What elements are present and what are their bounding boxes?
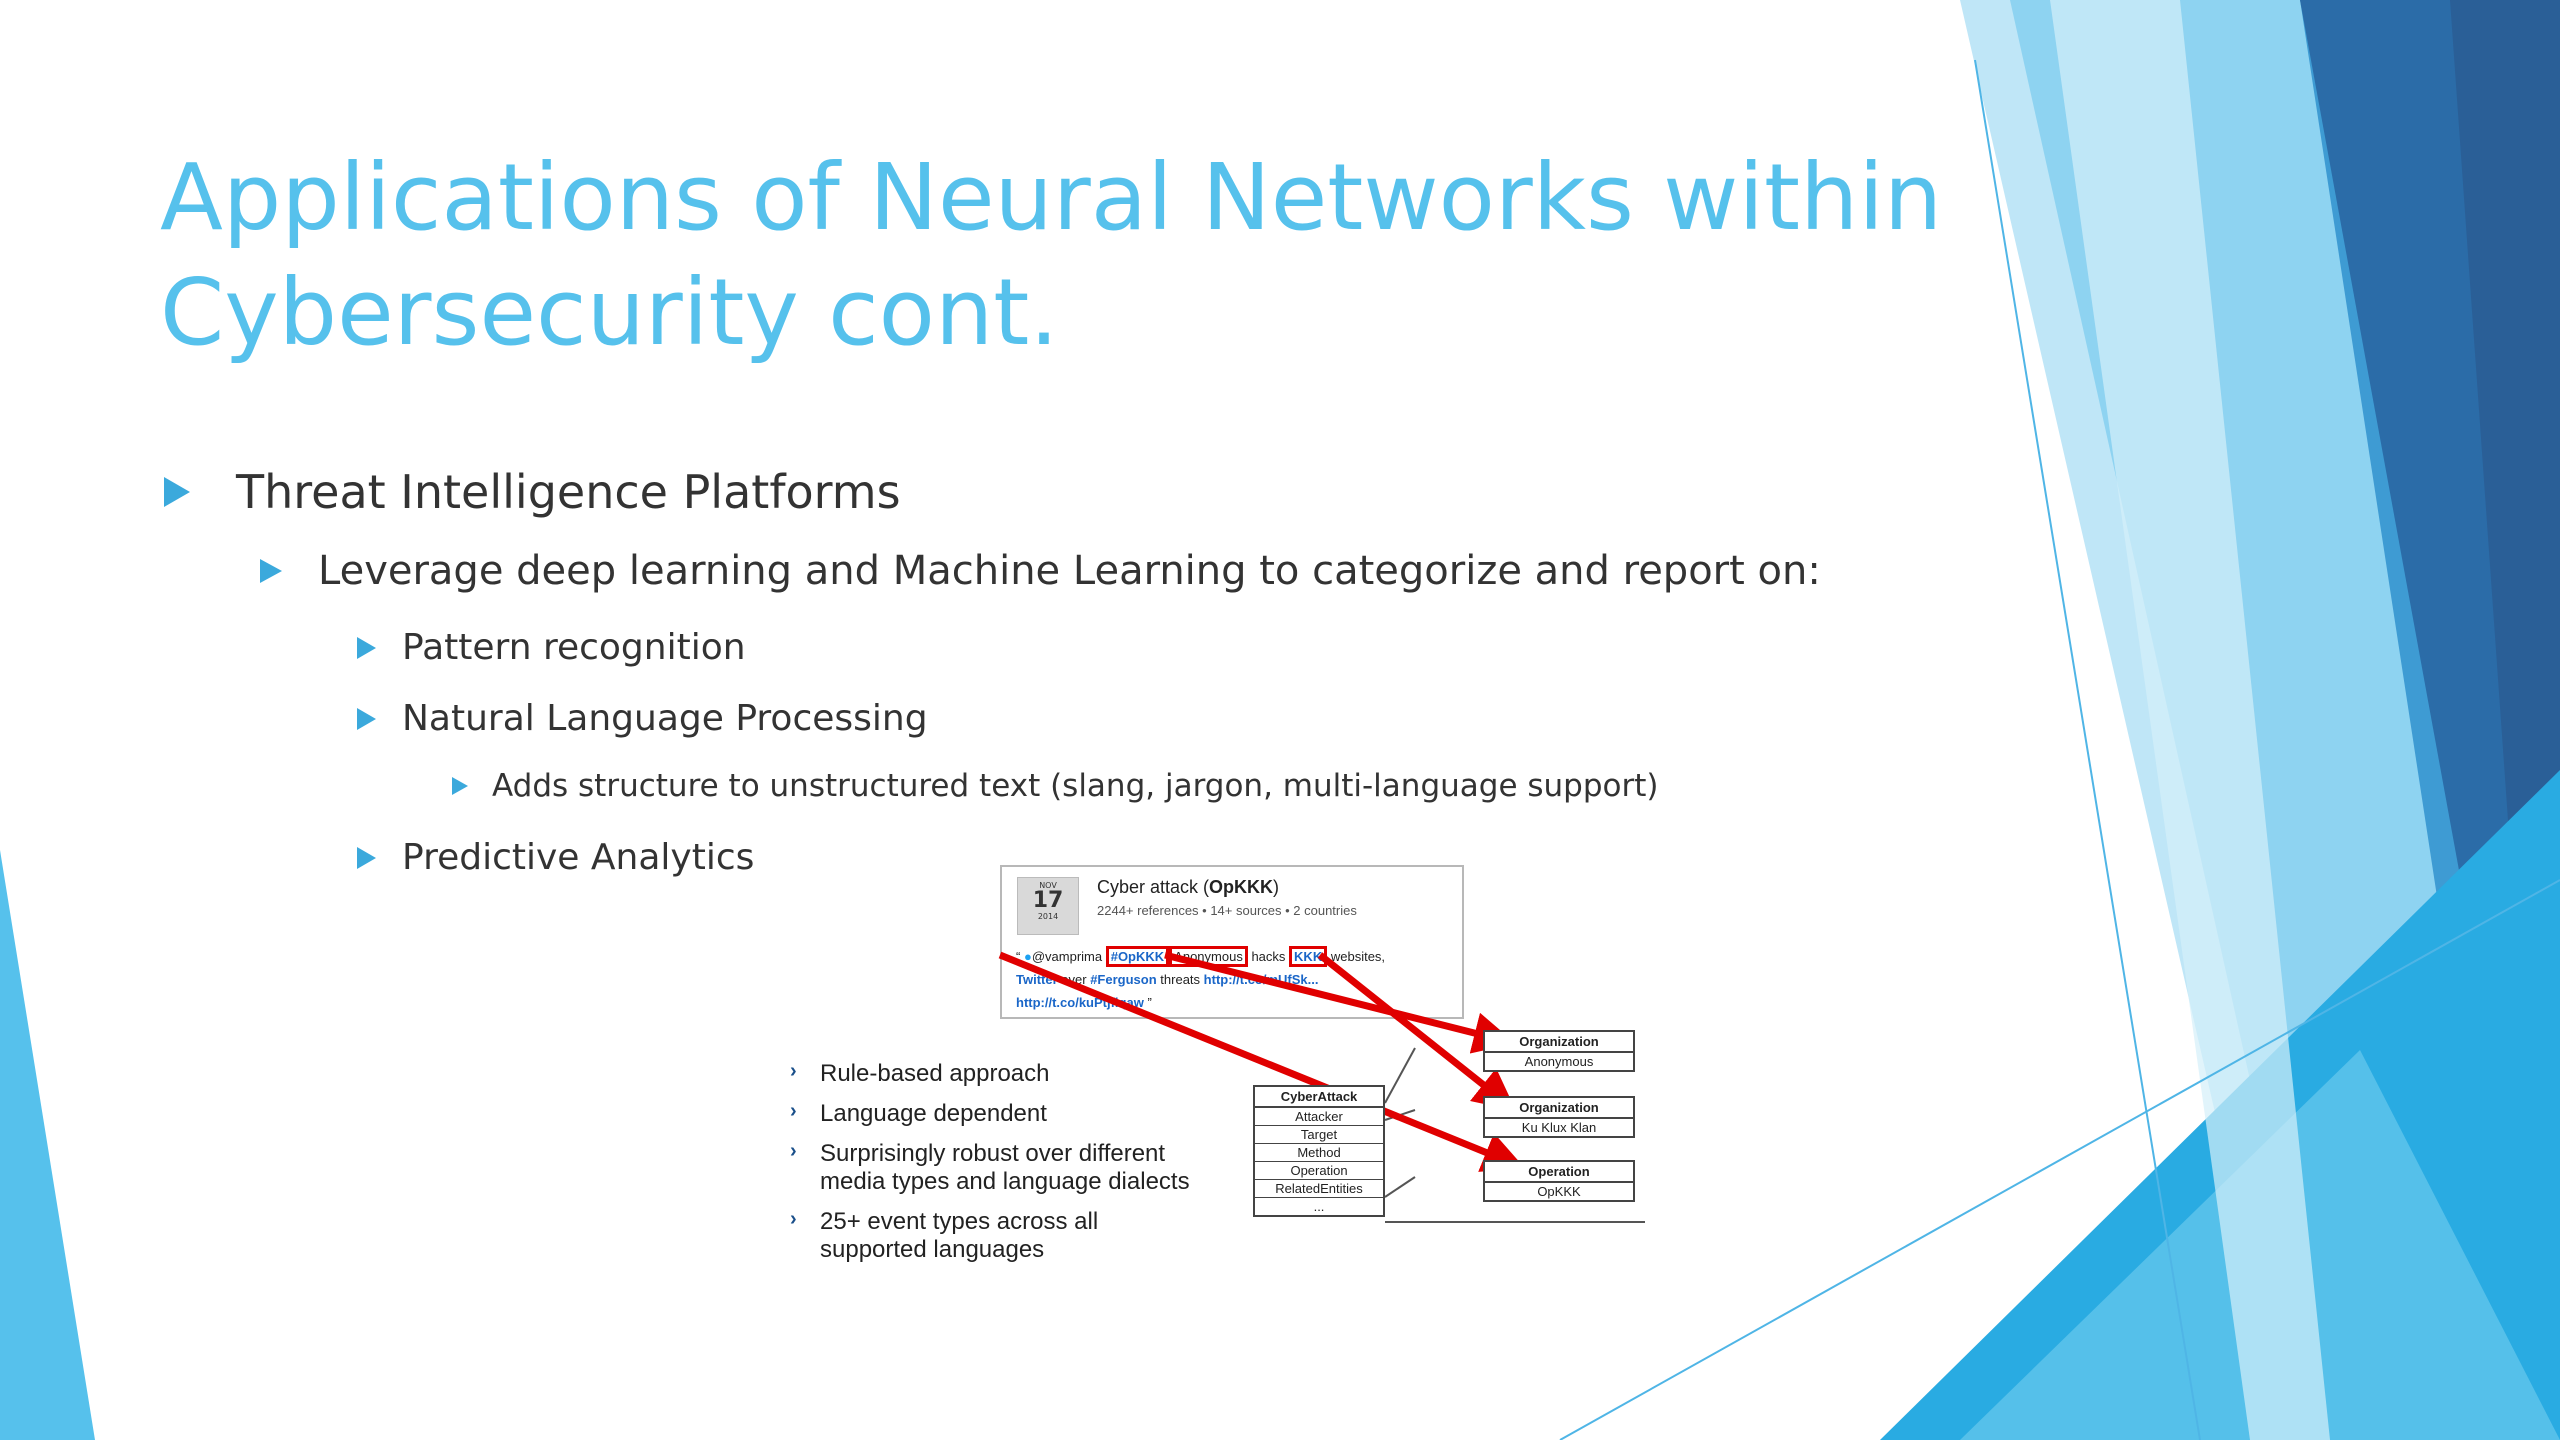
title-line-2: Cybersecurity cont. — [160, 259, 1059, 366]
bullet-threat-intelligence: Threat Intelligence Platforms — [164, 465, 901, 519]
close-quote: ” — [1147, 995, 1152, 1010]
cyberattack-row: RelatedEntities — [1255, 1180, 1383, 1198]
bullet-arrow-icon — [260, 559, 282, 583]
bullet-arrow-icon — [452, 777, 468, 795]
list-item-text: Rule-based approach — [820, 1060, 1050, 1087]
bullet-text: Threat Intelligence Platforms — [236, 465, 901, 519]
operation-header: Operation — [1485, 1162, 1633, 1183]
bullet-arrow-icon — [357, 636, 376, 659]
bullet-text: Pattern recognition — [402, 627, 746, 668]
bg-right-navy — [2450, 0, 2560, 990]
list-item-text: Language dependent — [820, 1100, 1047, 1127]
tweet-title: Cyber attack (OpKKK) — [1097, 877, 1279, 898]
bullet-arrow-icon — [357, 707, 376, 730]
tweet-mid: hacks — [1251, 949, 1286, 964]
tweet-handle: @vamprima — [1031, 949, 1103, 964]
cyberattack-box: CyberAttack Attacker Target Method Opera… — [1253, 1085, 1385, 1217]
list-item: › Language dependent — [790, 1100, 1047, 1128]
title-line-1: Applications of Neural Networks within — [160, 144, 1943, 251]
list-item-text: Surprisingly robust over different media… — [820, 1140, 1190, 1195]
operation-value: OpKKK — [1537, 1184, 1581, 1199]
connector-lines — [998, 951, 1645, 1223]
tweet-card: NOV 17 2014 Cyber attack (OpKKK) 2244+ r… — [1000, 865, 1464, 1019]
tweet-ferguson: #Ferguson — [1090, 972, 1157, 987]
bullet-text: Leverage deep learning and Machine Learn… — [318, 548, 1821, 594]
cyberattack-row: Attacker — [1255, 1108, 1383, 1126]
tweet-after: websites, — [1330, 949, 1386, 964]
list-item: › Surprisingly robust over different med… — [790, 1140, 1210, 1196]
bullet-text: Predictive Analytics — [402, 837, 755, 878]
bullet-text: Natural Language Processing — [402, 698, 928, 739]
bullet-pattern-recognition: Pattern recognition — [357, 627, 746, 668]
cyberattack-row: Operation — [1255, 1162, 1383, 1180]
organization-box-kkk: Organization Ku Klux Klan — [1483, 1096, 1635, 1138]
cyberattack-row: Method — [1255, 1144, 1383, 1162]
red-arrow — [1317, 952, 1516, 1111]
connector — [1384, 1176, 1416, 1198]
cal-month: NOV — [1039, 881, 1057, 890]
tweet-title-suffix: ) — [1273, 877, 1280, 897]
bullet-leverage: Leverage deep learning and Machine Learn… — [260, 548, 1821, 594]
list-item: › 25+ event types across all supported l… — [790, 1208, 1210, 1264]
nlp-example-figure: NOV 17 2014 Cyber attack (OpKKK) 2244+ r… — [790, 860, 1660, 1280]
red-arrow — [1164, 951, 1516, 1054]
tweet-title-prefix: Cyber attack ( — [1097, 877, 1210, 897]
bg-mid-light — [2050, 0, 2330, 1440]
cal-year: 2014 — [1037, 912, 1059, 921]
chevron-right-icon: › — [790, 1208, 797, 1230]
slide-title: Applications of Neural Networks within C… — [160, 140, 1960, 370]
organization-box-anonymous: Organization Anonymous — [1483, 1030, 1635, 1072]
bullet-nlp: Natural Language Processing — [357, 698, 928, 739]
twitter-bird-icon: ● — [1023, 949, 1032, 964]
bullet-structure: Adds structure to unstructured text (sla… — [452, 768, 1658, 804]
chevron-right-icon: › — [790, 1140, 797, 1162]
chevron-right-icon: › — [790, 1100, 797, 1122]
highlight-opkkk: #OpKKK — [1105, 946, 1170, 967]
tweet-threats: threats — [1160, 972, 1201, 987]
calendar-icon: NOV 17 2014 — [1017, 877, 1079, 935]
org-header: Organization — [1485, 1032, 1633, 1053]
org-value: Anonymous — [1524, 1054, 1594, 1069]
cal-day: 17 — [1032, 888, 1064, 913]
bg-thin-line-1 — [1974, 59, 2201, 1440]
cyberattack-header: CyberAttack — [1255, 1087, 1383, 1108]
highlight-kkk: KKK — [1289, 946, 1328, 967]
org-value: Ku Klux Klan — [1521, 1120, 1597, 1135]
red-arrow — [998, 951, 1525, 1172]
bullet-arrow-icon — [357, 846, 376, 869]
bullet-arrow-icon — [164, 477, 190, 507]
bg-left-sliver — [0, 850, 95, 1440]
bullet-text: Adds structure to unstructured text (sla… — [492, 768, 1659, 804]
tweet-title-bold: OpKKK — [1209, 877, 1274, 897]
list-item: › Rule-based approach — [790, 1060, 1050, 1088]
tweet-subtitle: 2244+ references • 14+ sources • 2 count… — [1097, 903, 1357, 918]
chevron-right-icon: › — [790, 1060, 797, 1082]
list-item-text: 25+ event types across all supported lan… — [820, 1208, 1099, 1263]
operation-box: Operation OpKKK — [1483, 1160, 1635, 1202]
open-quote: “ — [1016, 949, 1021, 964]
cyberattack-row: Target — [1255, 1126, 1383, 1144]
bullet-predictive-analytics: Predictive Analytics — [357, 837, 754, 878]
connector — [1384, 1047, 1416, 1104]
bg-thin-line-2 — [1559, 879, 2560, 1440]
org-header: Organization — [1485, 1098, 1633, 1119]
cyberattack-row: ... — [1313, 1199, 1325, 1214]
